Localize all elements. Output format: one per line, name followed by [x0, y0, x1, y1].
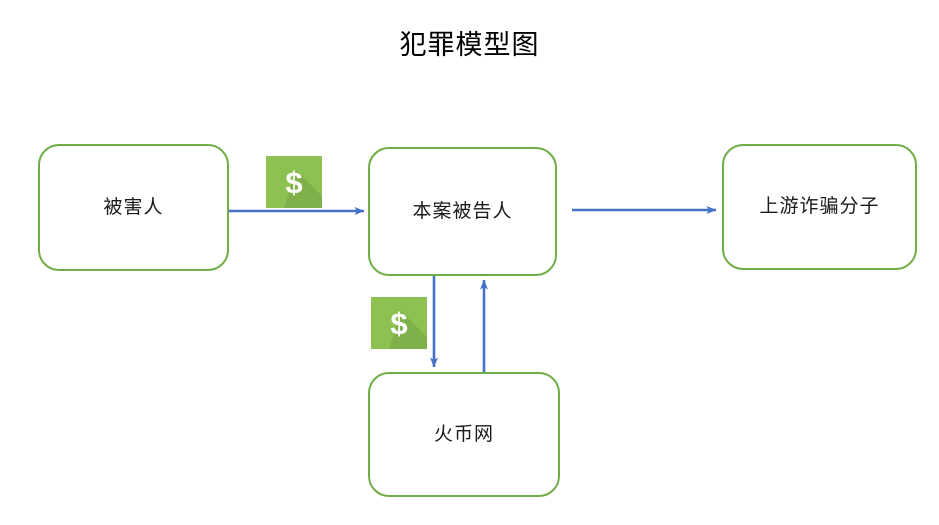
node-victim[interactable]: 被害人 — [38, 144, 229, 271]
dollar-glyph: $ — [285, 165, 302, 200]
dollar-money-icon: $ — [266, 156, 322, 208]
node-exchange-huobi[interactable]: 火币网 — [368, 372, 560, 497]
dollar-glyph: $ — [390, 306, 407, 341]
page-title: 犯罪模型图 — [399, 30, 540, 60]
node-defendant-label: 本案被告人 — [412, 200, 513, 222]
node-exchange-huobi-label: 火币网 — [433, 423, 494, 445]
node-upstream-fraudster[interactable]: 上游诈骗分子 — [722, 144, 917, 270]
node-upstream-fraudster-label: 上游诈骗分子 — [759, 196, 880, 217]
dollar-money-icon: $ — [371, 297, 427, 349]
node-defendant[interactable]: 本案被告人 — [368, 147, 557, 276]
node-victim-label: 被害人 — [103, 196, 164, 218]
